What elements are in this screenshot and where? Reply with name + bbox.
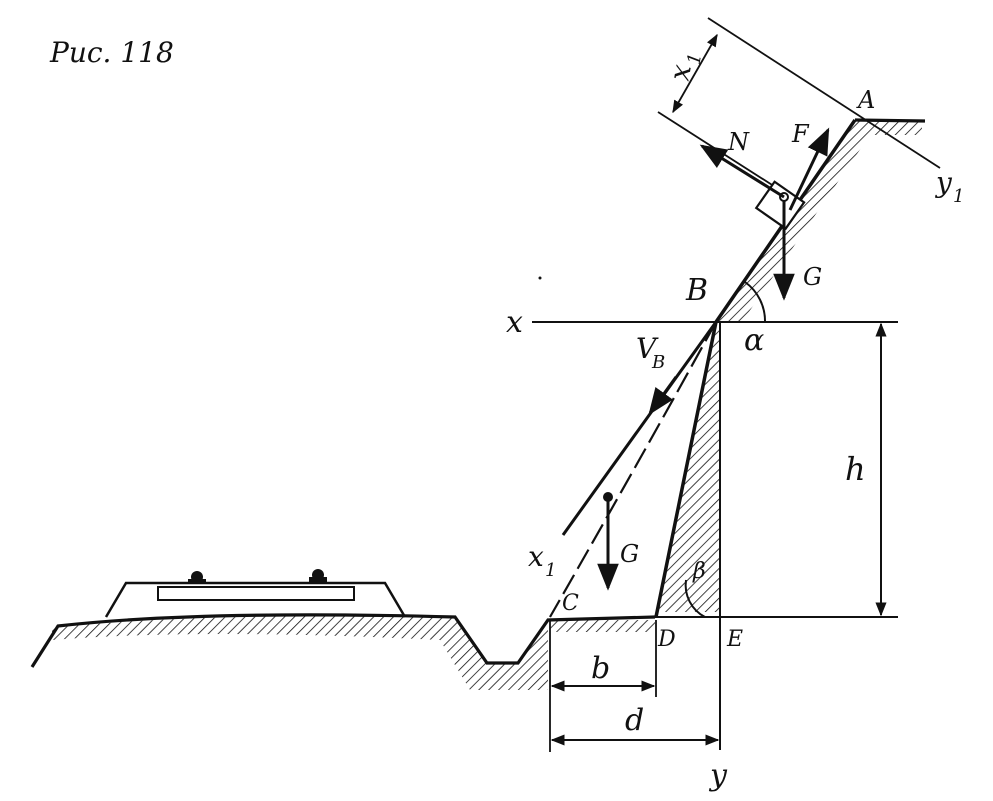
rail-car: [104, 569, 407, 618]
velocity-arrow: [648, 376, 678, 416]
label-c: C: [562, 591, 579, 616]
label-alpha: α: [744, 323, 764, 358]
x1-axis-line: [657, 111, 781, 191]
beta-arc: [684, 579, 706, 618]
angles: [684, 281, 767, 618]
label-n: N: [727, 128, 750, 156]
label-b-dim: b: [591, 651, 610, 686]
label-y-axis: y: [708, 758, 728, 793]
label-y1: y: [934, 166, 953, 199]
label-x1-top-group: x 1: [663, 51, 707, 83]
ground-hatching-left: [52, 615, 548, 690]
label-x1-low-sub: 1: [545, 560, 556, 581]
label-d-dim: d: [625, 703, 644, 738]
label-b: B: [685, 273, 708, 308]
rail-car-panel: [157, 586, 355, 601]
friction-force-vector: [788, 127, 830, 211]
label-y1-sub: 1: [953, 186, 964, 207]
label-h: h: [845, 450, 866, 488]
label-x-axis: x: [506, 305, 523, 340]
trajectory-dashed: [549, 321, 717, 618]
label-vb: V: [636, 332, 659, 365]
label-x1-low: x: [528, 540, 544, 573]
label-f: F: [791, 120, 810, 148]
x1-dimension: [672, 33, 718, 114]
alpha-arc: [744, 281, 767, 323]
trajectory: [549, 321, 718, 618]
label-g-top: G: [803, 263, 822, 291]
label-a: A: [856, 86, 875, 114]
label-x1-top-sub: 1: [684, 51, 707, 66]
stray-dot: [538, 276, 542, 280]
label-beta: β: [692, 559, 706, 584]
figure-caption: Рис. 118: [49, 36, 174, 69]
dimensions: [549, 322, 887, 752]
block-body: [754, 180, 806, 231]
ground-surface-left: [30, 613, 656, 668]
label-d: D: [657, 627, 676, 652]
normal-force-vector: [699, 144, 785, 199]
rail-wheel-right-base: [309, 577, 327, 582]
label-x1-top: x: [663, 62, 698, 83]
slope-hatching-ba: [716, 120, 922, 322]
y1-axis: [707, 17, 941, 169]
velocity-line: [561, 321, 718, 536]
rail-wheel-left-base: [188, 579, 206, 584]
sliding-block: [699, 127, 830, 301]
labels: A B C D E x y x 1 y 1 x 1 N F G G V B α …: [506, 51, 964, 793]
label-e: E: [726, 627, 743, 652]
label-g-low: G: [620, 540, 639, 568]
axes: [532, 17, 941, 750]
label-vb-sub: B: [651, 352, 665, 373]
ground-hatching-cd: [550, 620, 655, 632]
slope-line-db: [654, 321, 718, 618]
ground: [30, 118, 926, 690]
rail-car-body: [104, 581, 407, 618]
